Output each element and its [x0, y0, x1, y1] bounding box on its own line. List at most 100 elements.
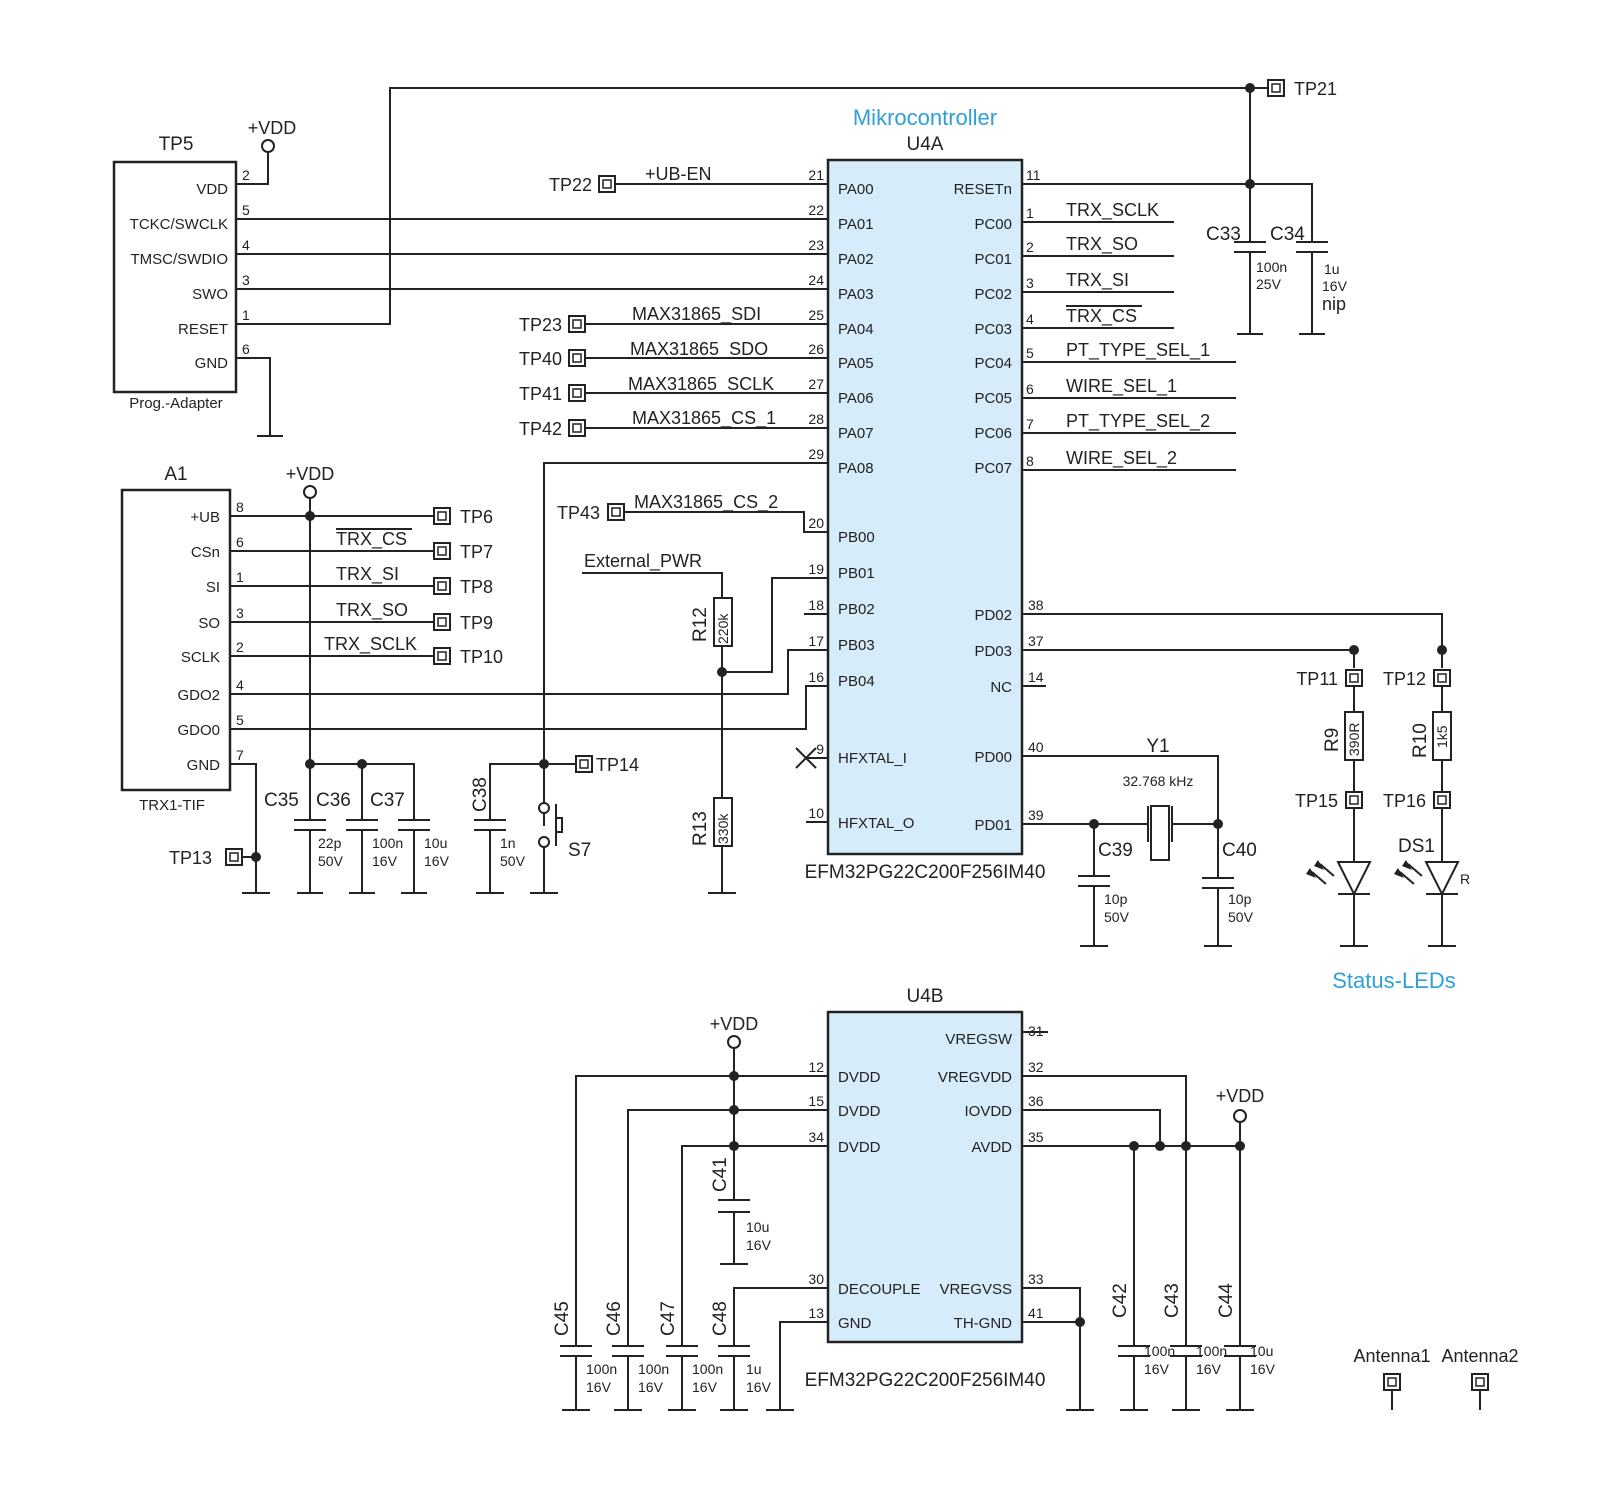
net-label: TRX_SI	[1066, 270, 1129, 291]
u4a-pin-num: 21	[808, 167, 824, 183]
testpoint-label: TP13	[169, 848, 212, 868]
net-labels: +UB-EN MAX31865_SDI MAX31865_SDO MAX3186…	[324, 164, 1210, 655]
vdd-symbol: +VDD	[1216, 1086, 1264, 1123]
cap-ref: C46	[604, 1301, 625, 1336]
u4a-pin-name: PC06	[974, 425, 1012, 442]
net-label: PT_TYPE_SEL_2	[1066, 411, 1210, 432]
u4b-pin-name: AVDD	[971, 1139, 1012, 1156]
resistor-icon	[713, 597, 733, 647]
net-label: TRX_SO	[336, 600, 408, 621]
cap-value: 100n	[586, 1361, 617, 1377]
cap-value: 50V	[1228, 909, 1254, 925]
u4a-pin-name: PC07	[974, 460, 1012, 477]
tp5-pin-name: TCKC/SWCLK	[130, 216, 228, 233]
testpoint-icon	[568, 384, 586, 402]
cap-ref: C45	[552, 1301, 573, 1336]
u4a-pin-num: 28	[808, 411, 824, 427]
u4a-pin-num: 37	[1028, 633, 1044, 649]
capacitor-icon	[1078, 875, 1110, 887]
vdd-symbol: +VDD	[248, 118, 296, 153]
cap-value: 100n	[692, 1361, 723, 1377]
net-label: External_PWR	[584, 551, 702, 572]
cap-value: 16V	[1144, 1361, 1170, 1377]
tp5-pin-name: SWO	[192, 286, 228, 303]
net-label: TRX_CS	[1066, 306, 1137, 327]
cap-value: 16V	[1322, 278, 1348, 294]
cap-value: 100n	[372, 835, 403, 851]
capacitor-icon	[612, 1345, 644, 1357]
cap-value: 16V	[586, 1379, 612, 1395]
res-value: 330k	[715, 813, 731, 844]
u4a-pin-name: PC01	[974, 251, 1012, 268]
tp5-caption: Prog.-Adapter	[129, 395, 222, 412]
cap-ref: C42	[1110, 1283, 1131, 1318]
cap-value: 10p	[1104, 891, 1128, 907]
u4a-pin-name: PC02	[974, 286, 1012, 303]
a1-pin-num: 2	[236, 639, 244, 655]
testpoint-label: TP21	[1294, 79, 1337, 99]
u4a-pin-num: 23	[808, 237, 824, 253]
cap-value: 1n	[500, 835, 516, 851]
cap-ref: C47	[658, 1301, 679, 1336]
u4a-pin-num: 1	[1026, 205, 1034, 221]
led-icon	[1424, 861, 1460, 897]
testpoint-label: TP41	[519, 384, 562, 404]
cap-ref: C43	[1162, 1283, 1183, 1318]
u4b-pin-num: 15	[808, 1093, 824, 1109]
u4a-right-pins: RESETn PC00 PC01 PC02 PC03 PC04 PC05 PC0…	[954, 167, 1044, 834]
u4a-pin-name: PA00	[838, 181, 874, 198]
testpoint-label: TP43	[557, 503, 600, 523]
res-ref: R9	[1322, 728, 1343, 752]
capacitor-icon	[1234, 241, 1266, 253]
testpoint-icon	[433, 613, 451, 631]
a1-pin-name: SO	[198, 615, 220, 632]
testpoint-icon	[1433, 669, 1451, 687]
testpoint-label: TP42	[519, 419, 562, 439]
u4a-pin-name: PA05	[838, 355, 874, 372]
net-label: MAX31865_SDI	[632, 304, 761, 325]
antenna-label: Antenna1	[1353, 1346, 1430, 1366]
tp5-pin-num: 4	[242, 237, 250, 253]
capacitor-icon	[1224, 1345, 1256, 1357]
cap-value: 100n	[1256, 259, 1287, 275]
vdd-label: +VDD	[710, 1014, 759, 1034]
tp5-pin-name: VDD	[196, 181, 228, 198]
testpoint-icon	[568, 349, 586, 367]
antenna-2: Antenna2	[1441, 1346, 1519, 1391]
led-color-mark: R	[1460, 871, 1470, 887]
u4a-pin-name: PB00	[838, 529, 875, 546]
cap-value: 16V	[424, 853, 450, 869]
testpoint-label: TP15	[1295, 791, 1338, 811]
capacitor-icon	[560, 1345, 592, 1357]
resistors: R12 220k R13 330k R9 390R R10 1k5	[690, 597, 1452, 847]
capacitor-icon	[1296, 241, 1328, 253]
testpoint-icon	[1433, 791, 1451, 809]
crystal-ref: Y1	[1146, 736, 1169, 757]
u4b-part: EFM32PG22C200F256IM40	[805, 1370, 1046, 1391]
cap-ref: C35	[264, 790, 299, 811]
u4a-pin-num: 40	[1028, 739, 1044, 755]
vdd-symbol: +VDD	[710, 1014, 759, 1049]
u4a-pin-name: PA08	[838, 460, 874, 477]
u4a-pin-name: PA02	[838, 251, 874, 268]
testpoint-label: TP40	[519, 349, 562, 369]
tp5-pin-name: RESET	[178, 321, 228, 338]
cap-ref: C37	[370, 790, 405, 811]
u4a-pin-num: 17	[808, 633, 824, 649]
testpoint-icon	[433, 507, 451, 525]
switch-s7: S7	[538, 802, 591, 861]
u4b-pin-name: GND	[838, 1315, 872, 1332]
net-label: PT_TYPE_SEL_1	[1066, 340, 1210, 361]
a1-pin-name: SI	[206, 579, 220, 596]
a1-pin-name: +UB	[190, 509, 220, 526]
cap-ref: C39	[1098, 840, 1133, 861]
antenna-label: Antenna2	[1441, 1346, 1518, 1366]
a1-pin-num: 4	[236, 677, 244, 693]
testpoint-icon	[433, 647, 451, 665]
u4b-ref: U4B	[907, 986, 944, 1007]
testpoint-icon	[575, 755, 593, 773]
testpoint-label: TP11	[1296, 669, 1338, 689]
u4a-pin-num: 7	[1026, 416, 1034, 432]
cap-value: 50V	[1104, 909, 1130, 925]
